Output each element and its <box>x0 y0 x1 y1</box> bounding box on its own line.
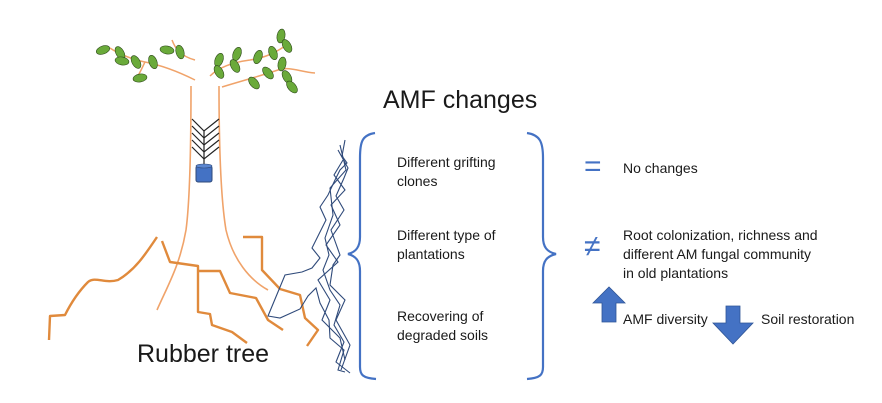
equals-icon: = <box>584 150 602 183</box>
diagram-title: AMF changes <box>383 86 538 114</box>
tree-leaves <box>95 28 298 94</box>
arrow-down-icon <box>712 305 754 345</box>
outcome-root-colonization: Root colonization, richness and differen… <box>623 227 818 281</box>
tree-roots <box>47 235 320 347</box>
outcome-no-changes: No changes <box>623 160 698 176</box>
factor-grafting-clones: Different grifting clones <box>397 154 496 189</box>
factor-degraded-soils: Recovering of degraded soils <box>397 308 489 343</box>
tree-label: Rubber tree <box>137 340 270 368</box>
right-brace <box>526 131 557 381</box>
arrow-up-icon <box>592 286 626 323</box>
tree-trunk <box>156 85 269 311</box>
left-brace <box>347 131 377 381</box>
outcome-soil-restoration: Soil restoration <box>761 311 855 327</box>
fungal-hyphae <box>267 139 351 374</box>
outcome-amf-diversity: AMF diversity <box>623 311 708 327</box>
graft-chevrons <box>191 118 220 166</box>
factor-plantation-type: Different type of plantations <box>397 227 496 262</box>
graft-tag <box>195 165 213 183</box>
not-equal-icon: ≠ <box>584 230 601 263</box>
